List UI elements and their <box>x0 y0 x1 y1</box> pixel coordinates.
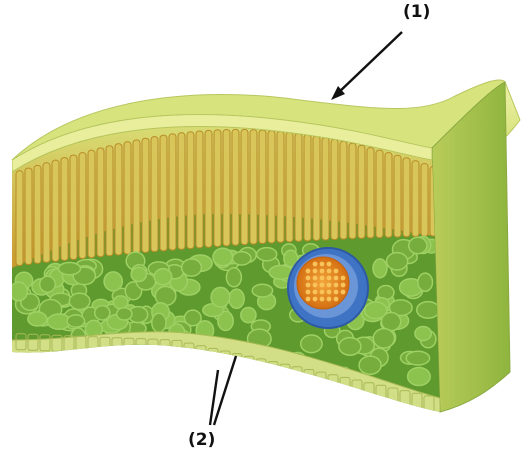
label-1: (1) <box>403 2 430 22</box>
arrow-1 <box>337 32 402 94</box>
label-2: (2) <box>188 430 215 450</box>
vascular-bundle <box>288 248 368 328</box>
arrow-2b <box>214 356 236 425</box>
